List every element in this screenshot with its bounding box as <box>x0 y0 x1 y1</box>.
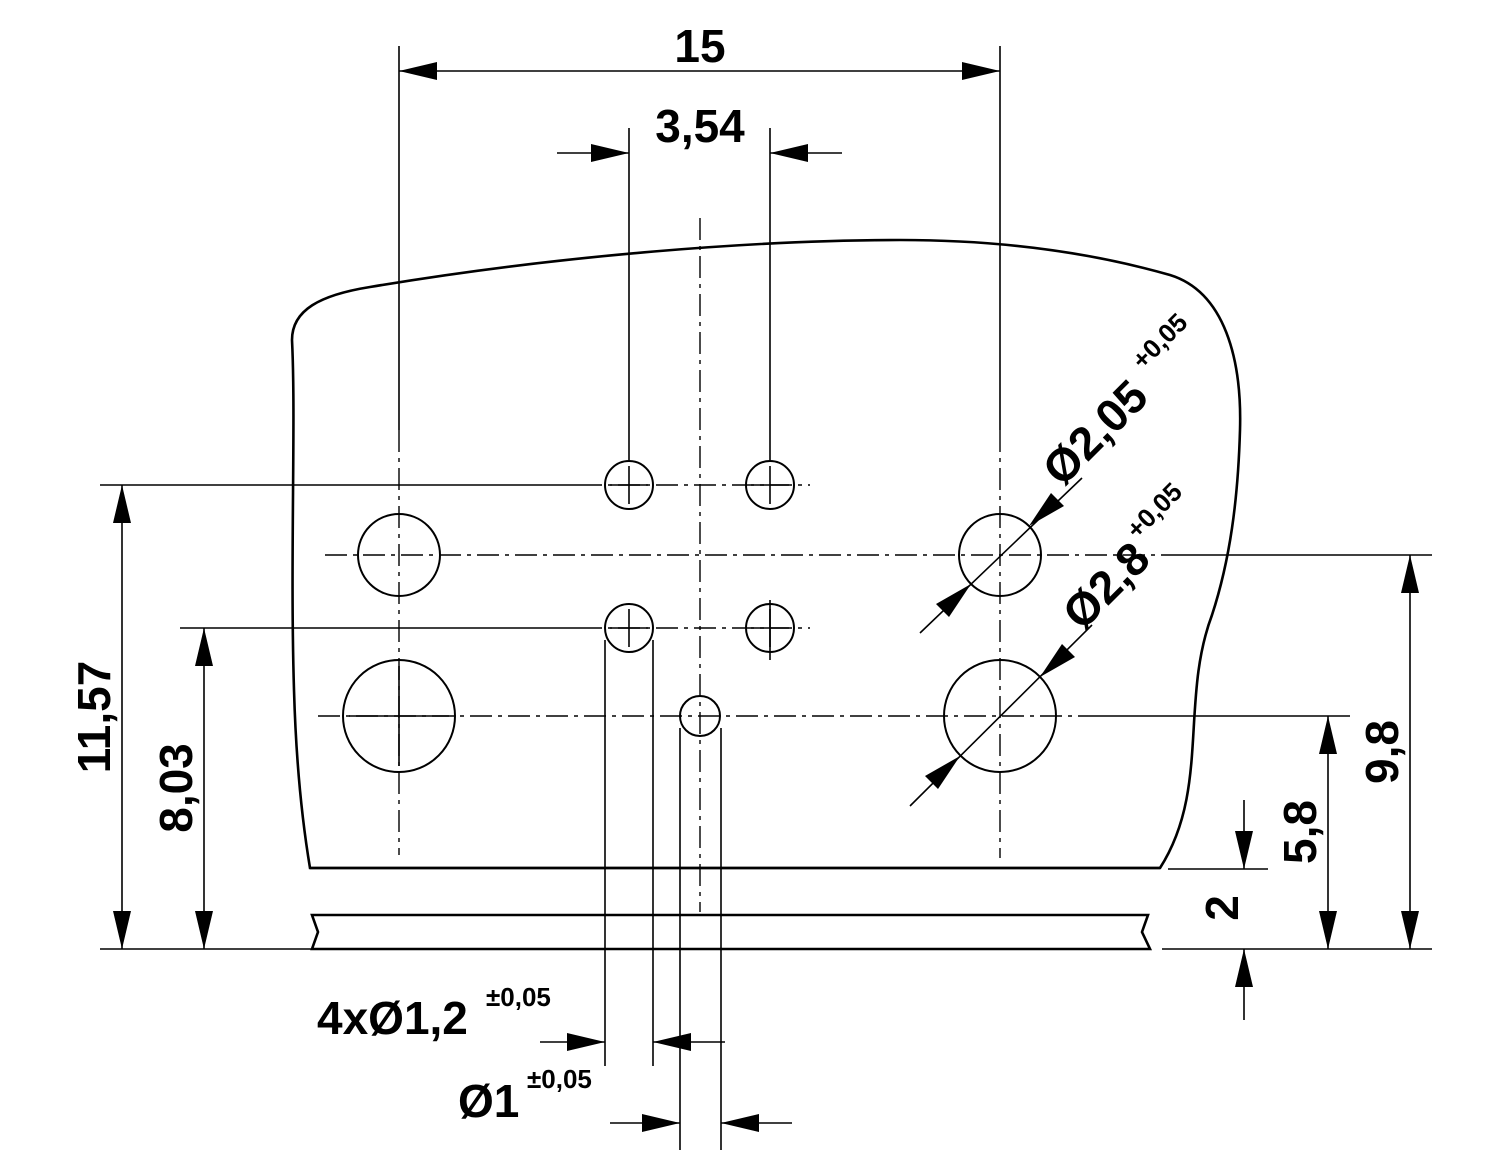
arrow-354-right <box>770 144 808 162</box>
dim-label-98: 9,8 <box>1356 720 1408 784</box>
callout-pin-holes-value: 4xØ1,2 <box>317 992 468 1044</box>
callout-d205-value: Ø2,05 <box>1032 370 1157 495</box>
pin-hole-top-right <box>745 460 795 510</box>
arrow-803-top <box>195 628 213 666</box>
arrow-d28-a <box>1040 644 1075 677</box>
arrow-2-top <box>1235 831 1253 869</box>
dim-label-354: 3,54 <box>655 100 745 152</box>
callout-d205: Ø2,05 +0,05 <box>1032 307 1194 495</box>
callout-d28: Ø2,8 +0,05 <box>1052 477 1188 639</box>
section-strip <box>310 913 1153 951</box>
arrow-1157-top <box>113 485 131 523</box>
callout-d205-tolerance: +0,05 <box>1126 307 1194 375</box>
arrow-pin-left <box>567 1033 605 1051</box>
arrow-98-bottom <box>1401 911 1419 949</box>
hole-center-marks <box>349 466 789 766</box>
dim-label-2: 2 <box>1196 895 1248 921</box>
pin-hole-bottom-left <box>604 603 654 653</box>
arrow-d28-b <box>925 756 960 789</box>
dim-label-58: 5,8 <box>1274 800 1326 864</box>
callout-pin-holes-tolerance: ±0,05 <box>486 982 551 1012</box>
arrow-center-right <box>721 1114 759 1132</box>
dim-label-15: 15 <box>674 20 725 72</box>
arrow-803-bottom <box>195 911 213 949</box>
arrow-15-right <box>962 62 1000 80</box>
callout-d28-tolerance: +0,05 <box>1120 477 1188 545</box>
dim-label-803: 8,03 <box>150 743 202 833</box>
arrow-58-top <box>1319 716 1337 754</box>
callout-center-hole-value: Ø1 <box>458 1075 519 1127</box>
board-outline <box>290 238 1242 870</box>
arrow-center-left <box>642 1114 680 1132</box>
arrow-15-left <box>399 62 437 80</box>
arrow-1157-bottom <box>113 911 131 949</box>
arrow-354-left <box>591 144 629 162</box>
center-hole <box>679 695 721 737</box>
hole-left-upper <box>357 513 441 597</box>
arrow-d205-b <box>936 584 971 617</box>
arrow-d205-a <box>1029 493 1064 526</box>
arrow-2-bottom <box>1235 949 1253 987</box>
arrow-pin-right <box>653 1033 691 1051</box>
pin-hole-top-left <box>604 460 654 510</box>
dim-label-1157: 11,57 <box>68 661 120 774</box>
callout-d28-value: Ø2,8 <box>1052 532 1159 639</box>
hole-left-lower <box>342 659 456 773</box>
hole-right-upper <box>958 513 1042 597</box>
callout-center-hole-tolerance: ±0,05 <box>527 1064 592 1094</box>
arrow-98-top <box>1401 555 1419 593</box>
arrow-58-bottom <box>1319 911 1337 949</box>
hole-right-lower <box>943 659 1057 773</box>
